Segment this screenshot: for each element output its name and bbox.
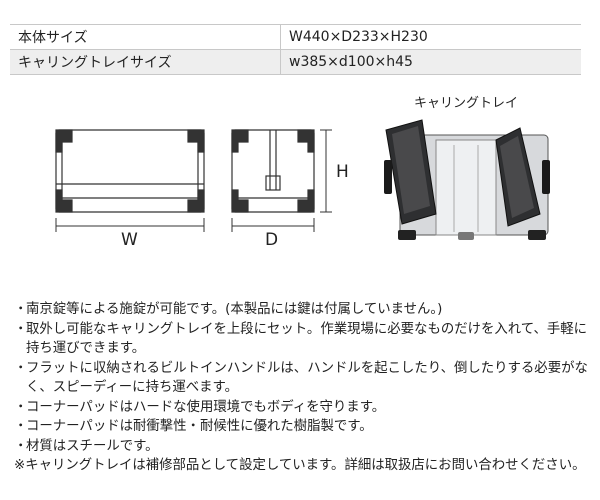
note-item: ・ 材質はスチールです。 — [14, 437, 590, 457]
side-view-drawing — [231, 129, 332, 232]
note-text: コーナーパッドはハードな使用環境でもボディを守ります。 — [26, 399, 386, 415]
tray-caption: キャリングトレイ — [414, 96, 519, 111]
spec-row-body-size: 本体サイズ W440×D233×H230 — [10, 24, 581, 50]
dimension-diagram: W D H キャリングトレイ — [0, 60, 600, 280]
footnote: ※キャリングトレイは補修部品として設定しています。詳細は取扱店にお問い合わせくだ… — [14, 458, 586, 473]
note-item: ・ フラットに収納されるビルトインハンドルは、ハンドルを起こしたり、倒したりする… — [14, 359, 590, 398]
note-item: ・ コーナーパッドはハードな使用環境でもボディを守ります。 — [14, 398, 590, 418]
spec-label: キャリングトレイサイズ — [10, 49, 281, 75]
note-item: ・ コーナーパッドは耐衝撃性・耐候性に優れた樹脂製です。 — [14, 417, 590, 437]
bullet: ・ — [14, 438, 28, 454]
toolbox-photo — [384, 119, 550, 240]
bullet: ・ — [14, 399, 28, 415]
note-text: 取外し可能なキャリングトレイを上段にセット。作業現場に必要なものだけを入れて、手… — [26, 321, 588, 357]
bullet: ・ — [14, 419, 28, 434]
note-text: コーナーパッドは耐衝撃性・耐候性に優れた樹脂製です。 — [26, 419, 373, 434]
front-view-drawing — [55, 129, 205, 232]
note-item: ・ 南京錠等による施錠が可能です。(本製品には鍵は付属していません。) — [14, 300, 590, 320]
bullet: ・ — [14, 321, 28, 337]
bullet: ・ — [14, 360, 28, 376]
spec-label: 本体サイズ — [10, 24, 281, 50]
note-text: フラットに収納されるビルトインハンドルは、ハンドルを起こしたり、倒したりする必要… — [26, 360, 588, 396]
note-item: ・ 取外し可能なキャリングトレイを上段にセット。作業現場に必要なものだけを入れて… — [14, 320, 590, 359]
spec-table: 本体サイズ W440×D233×H230 キャリングトレイサイズ w385×d1… — [10, 24, 581, 75]
note-text: 材質はスチールです。 — [26, 438, 159, 454]
spec-value: w385×d100×h45 — [280, 49, 581, 75]
feature-notes: ・ 南京錠等による施錠が可能です。(本製品には鍵は付属していません。) ・ 取外… — [14, 300, 590, 476]
spec-value: W440×D233×H230 — [280, 24, 581, 50]
depth-label: D — [265, 230, 279, 250]
spec-row-tray-size: キャリングトレイサイズ w385×d100×h45 — [10, 49, 581, 75]
bullet: ・ — [14, 302, 28, 317]
width-label: W — [121, 230, 138, 250]
note-text: 南京錠等による施錠が可能です。(本製品には鍵は付属していません。) — [26, 302, 443, 317]
height-label: H — [336, 162, 349, 182]
toolbox-drawings — [55, 119, 550, 240]
